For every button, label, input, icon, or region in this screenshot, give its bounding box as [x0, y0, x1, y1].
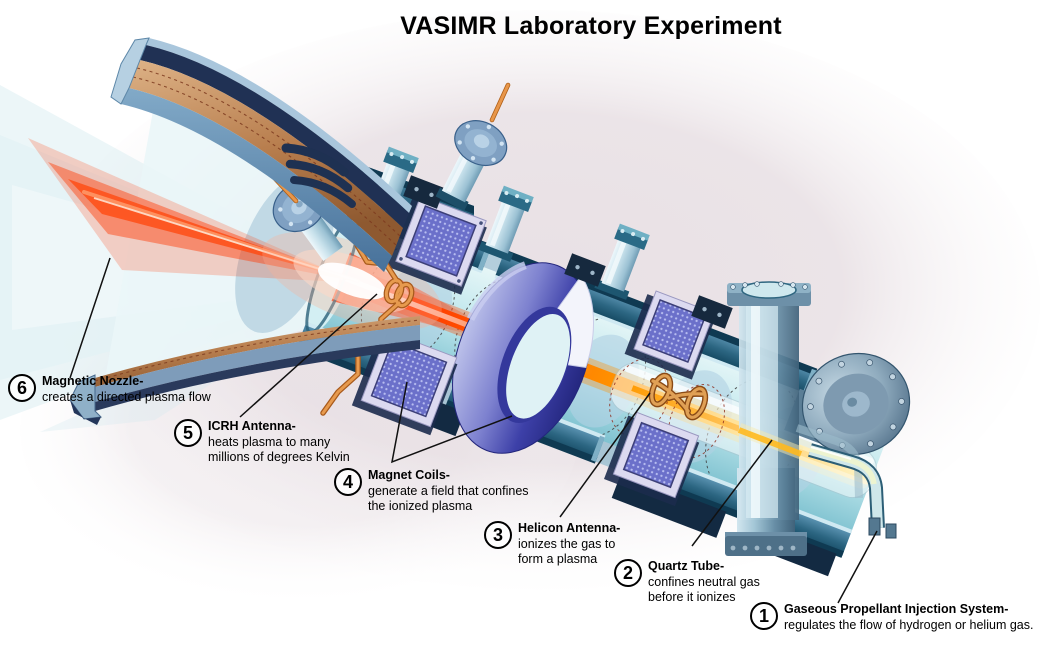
callout-title: ICRH Antenna-: [208, 419, 296, 433]
central-magnet-ring: [452, 261, 595, 454]
callout-helicon-antenna: 3 Helicon Antenna- ionizes the gas to fo…: [484, 521, 620, 568]
callout-title: Magnet Coils-: [368, 468, 450, 482]
callout-line: before it ionizes: [648, 590, 736, 604]
flange-disc: [801, 352, 911, 456]
magnet-coil-panel: [351, 330, 458, 436]
callout-line: regulates the flow of hydrogen or helium…: [784, 617, 1034, 632]
callout-magnetic-nozzle: 6 Magnetic Nozzle- creates a directed pl…: [8, 374, 211, 405]
callout-line: form a plasma: [518, 552, 598, 566]
callout-magnet-coils: 4 Magnet Coils- generate a field that co…: [334, 468, 529, 515]
helicon-antenna: [648, 372, 709, 421]
nozzle-fins: [281, 143, 356, 208]
callout-number: 6: [8, 374, 36, 402]
leader-line-1: [837, 530, 878, 604]
callout-title: Helicon Antenna-: [518, 521, 621, 535]
leader-line-5: [239, 293, 378, 418]
callout-number: 2: [614, 559, 642, 587]
injection-cross-assembly: [725, 281, 911, 556]
plasma-plume: [0, 72, 370, 432]
callout-line: heats plasma to many: [208, 434, 331, 449]
callout-line: confines neutral gas: [648, 574, 760, 589]
leader-line-6: [69, 257, 111, 379]
mount-bracket: [403, 175, 445, 209]
callout-line: creates a directed plasma flow: [42, 389, 211, 404]
callout-line: millions of degrees Kelvin: [208, 450, 350, 464]
leader-line-4: [391, 381, 513, 464]
gas-injection-pipe: [795, 424, 897, 539]
vacuum-port: [478, 185, 534, 262]
leader-lines: [69, 257, 878, 604]
plasma-exhaust-beam: [28, 138, 442, 331]
callout-number: 3: [484, 521, 512, 549]
callout-number: 1: [750, 602, 778, 630]
magnetic-nozzle: [69, 37, 421, 425]
callout-number: 4: [334, 468, 362, 496]
callout-line: ionizes the gas to: [518, 536, 616, 551]
page-title: VASIMR Laboratory Experiment: [400, 12, 782, 40]
leader-line-3: [559, 392, 651, 518]
callout-title: Quartz Tube-: [648, 559, 725, 573]
mount-bracket: [691, 295, 733, 329]
rf-feed-port: [435, 120, 508, 211]
callout-quartz-tube: 2 Quartz Tube- confines neutral gas befo…: [614, 559, 760, 606]
callout-line: the ionized plasma: [368, 499, 473, 513]
mount-bracket: [564, 253, 606, 287]
callout-title: Magnetic Nozzle-: [42, 374, 144, 388]
callout-number: 5: [174, 419, 202, 447]
rf-feed-rod-highlight: [490, 83, 510, 122]
callout-injection-system: 1 Gaseous Propellant Injection System- r…: [750, 602, 1033, 633]
vertical-cylinder-port: [727, 281, 811, 520]
callout-icrh-antenna: 5 ICRH Antenna- heats plasma to many mil…: [174, 419, 350, 466]
leader-line-2: [691, 439, 773, 547]
vacuum-port: [594, 223, 650, 300]
magnet-coil-panel: [604, 411, 700, 507]
magnet-coil-panel: [386, 195, 487, 295]
callout-title: Gaseous Propellant Injection System-: [784, 602, 1009, 616]
callout-line: generate a field that confines: [368, 483, 529, 498]
